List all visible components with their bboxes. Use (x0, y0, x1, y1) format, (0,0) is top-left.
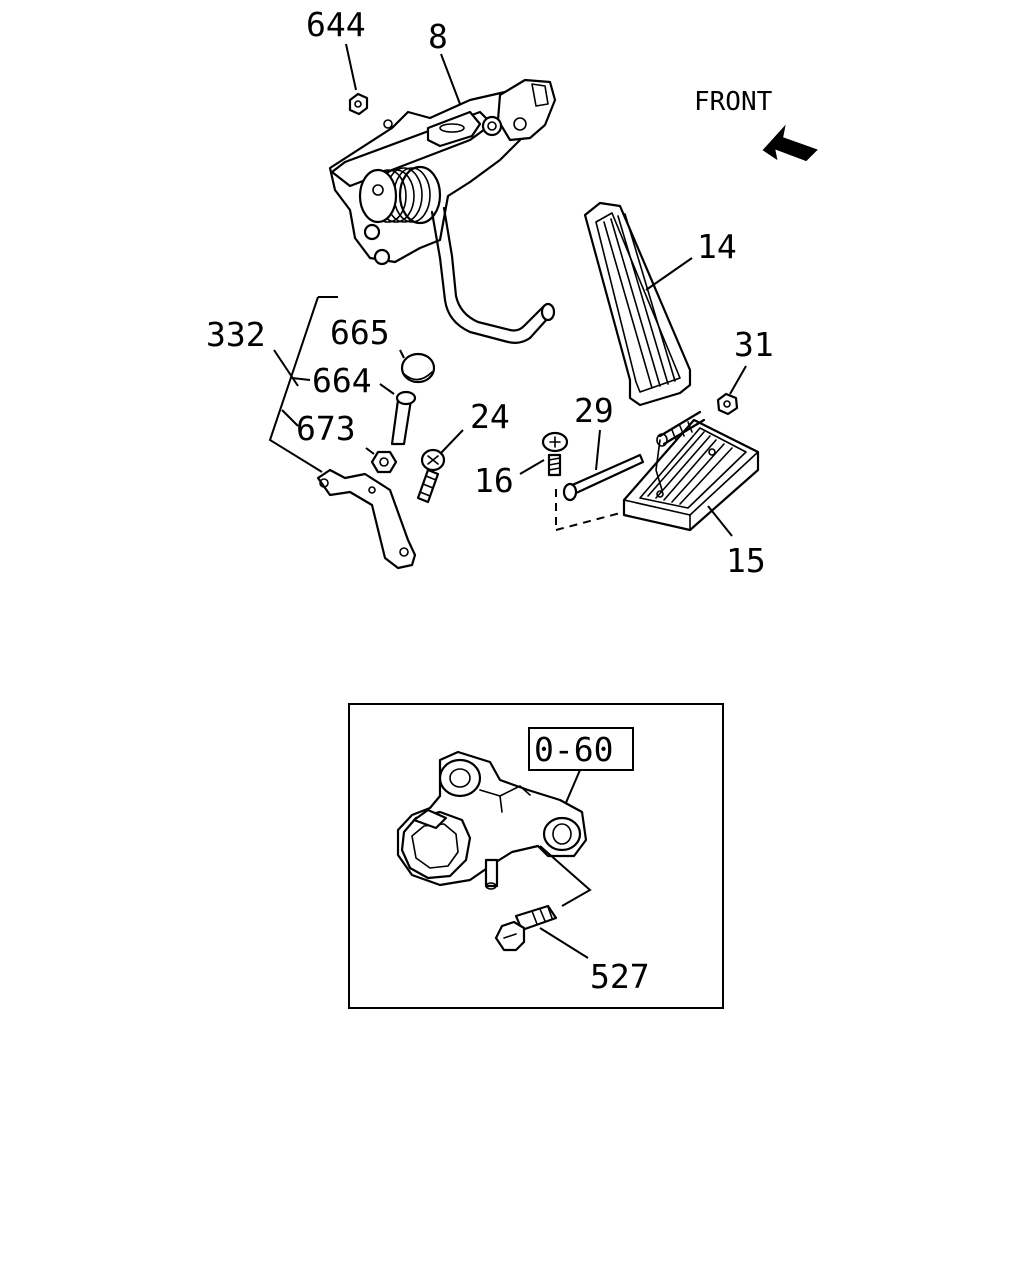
label-644: 644 (306, 5, 366, 44)
label-31: 31 (734, 325, 774, 364)
leader-lines (273, 43, 747, 537)
label-15: 15 (726, 541, 766, 580)
part-527-bolt (494, 904, 558, 952)
sensor-connector-part (396, 750, 588, 890)
part-labels: 644 8 14 31 332 665 664 673 24 29 16 15 (206, 5, 774, 580)
front-arrow-icon (762, 124, 818, 162)
front-label: FRONT (694, 87, 773, 117)
ref-code-label: 0-60 (534, 730, 613, 769)
heel-plate-part (622, 410, 760, 532)
label-665: 665 (330, 313, 390, 352)
connector-inset: 0-60 527 (348, 703, 724, 1009)
part-24-bolt (416, 448, 446, 504)
label-527: 527 (590, 957, 650, 996)
part-29-pin (562, 453, 645, 502)
pedal-bracket-assembly (328, 78, 557, 344)
label-664: 664 (312, 361, 372, 400)
label-16: 16 (474, 461, 514, 500)
label-673: 673 (296, 409, 356, 448)
part-332-kit (316, 352, 436, 570)
label-8: 8 (428, 17, 448, 56)
label-332: 332 (206, 315, 266, 354)
part-31-washer (716, 392, 739, 416)
pedal-pad-part (583, 201, 692, 407)
front-direction-indicator: FRONT (694, 87, 818, 162)
label-29: 29 (574, 391, 614, 430)
label-24: 24 (470, 397, 510, 436)
part-16-bolt (541, 431, 569, 477)
label-14: 14 (697, 227, 737, 266)
ref-code-box (528, 727, 634, 771)
kit-332-bracket-line (268, 296, 323, 473)
